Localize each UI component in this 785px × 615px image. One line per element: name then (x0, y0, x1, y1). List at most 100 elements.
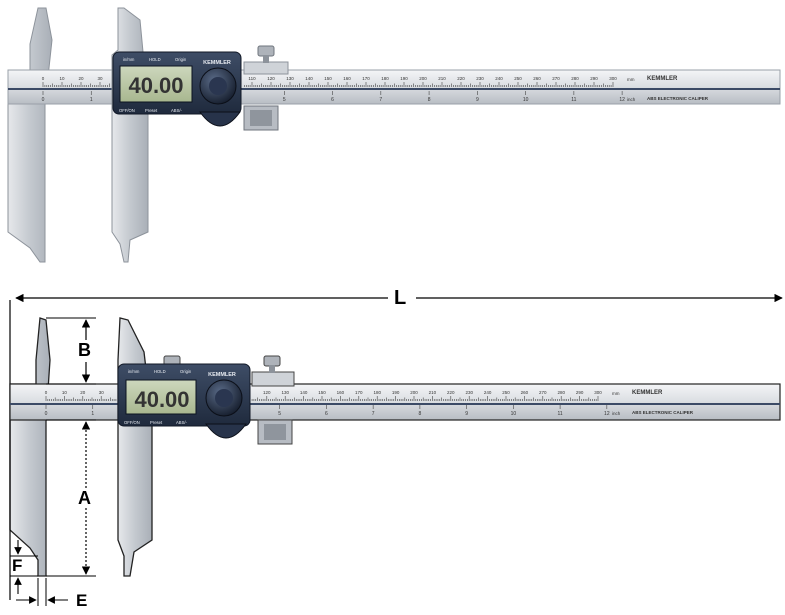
head-button-top-label: in/mm (123, 57, 135, 62)
inch-tick-label: 11 (557, 411, 562, 417)
mm-tick-label: 170 (355, 390, 363, 395)
scale-unit-inch: inch (627, 97, 636, 102)
head-button-top-label: HOLD (154, 369, 166, 374)
thumb-wheel-top (199, 111, 241, 127)
mm-tick-label: 230 (476, 76, 484, 81)
mm-tick-label: 30 (97, 76, 103, 81)
mm-tick-label: 200 (419, 76, 427, 81)
mm-tick-label: 200 (410, 390, 418, 395)
beam-brand: KEMMLER (632, 390, 663, 396)
scale-unit-mm: mm (612, 391, 620, 396)
mm-tick-label: 130 (286, 76, 294, 81)
clamp-screw-stem-bottom (269, 365, 275, 373)
clamp-block-bottom (251, 371, 295, 387)
scale-unit-inch: inch (612, 411, 621, 416)
head-button-bottom-label: Preset (145, 108, 158, 113)
mm-tick-label: 30 (99, 390, 105, 395)
mm-tick-label: 130 (281, 390, 289, 395)
head-brand: KEMMLER (203, 60, 231, 66)
inch-tick-label: 7 (379, 97, 382, 103)
mm-tick-label: 20 (80, 390, 86, 395)
mm-tick-label: 180 (381, 76, 389, 81)
inch-tick-label: 5 (278, 411, 281, 417)
mm-tick-label: 20 (78, 76, 84, 81)
lcd-top (119, 65, 193, 103)
mm-tick-label: 190 (400, 76, 408, 81)
inch-tick-label: 6 (331, 97, 334, 103)
mm-tick-label: 220 (457, 76, 465, 81)
fixed-jaw-top (7, 7, 53, 263)
caliper-diagram-bottom (9, 293, 783, 606)
inch-tick-label: 12 (604, 411, 610, 417)
head-brand: KEMMLER (208, 372, 236, 378)
mm-tick-label: 150 (324, 76, 332, 81)
mm-tick-label: 240 (495, 76, 503, 81)
mm-tick-label: 150 (318, 390, 326, 395)
inch-tick-label: 0 (42, 97, 45, 103)
mm-tick-label: 0 (45, 390, 48, 395)
moving-jaw-bottom (117, 317, 153, 577)
mm-tick-label: 280 (571, 76, 579, 81)
inch-tick-label: 5 (283, 97, 286, 103)
inch-tick-label: 9 (465, 411, 468, 417)
mm-tick-label: 280 (557, 390, 565, 395)
clamp-screw-top (257, 45, 275, 57)
head-button-bottom-label: OFF/ON (119, 108, 135, 113)
mm-tick-label: 210 (429, 390, 437, 395)
dim-label-A: A (78, 488, 91, 508)
head-button-top-label: Origin (175, 57, 187, 62)
inch-tick-label: 0 (45, 411, 48, 417)
lcd-reading: 40.00 (134, 387, 189, 412)
inch-tick-label: 10 (511, 411, 517, 417)
scale-unit-mm: mm (627, 77, 635, 82)
fixed-jaw-bottom (9, 317, 51, 577)
dim-label-E: E (76, 591, 88, 610)
beam-model-text: ABS ELECTRONIC CALIPER (647, 96, 709, 101)
mm-tick-label: 160 (343, 76, 351, 81)
lcd-reading: 40.00 (128, 73, 183, 98)
mm-tick-label: 170 (362, 76, 370, 81)
inch-tick-label: 1 (90, 97, 93, 103)
mm-tick-label: 260 (533, 76, 541, 81)
mm-tick-label: 290 (576, 390, 584, 395)
head-button-top-label: HOLD (149, 57, 161, 62)
beam-model-text: ABS ELECTRONIC CALIPER (632, 410, 694, 415)
head-button-bottom-label: Preset (150, 420, 163, 425)
caliper-photo-top (7, 7, 781, 263)
mm-tick-label: 290 (590, 76, 598, 81)
head-button-top-label: Origin (180, 369, 192, 374)
dim-label-L: L (394, 287, 407, 309)
clamp-block-top (243, 61, 289, 75)
head-button-bottom-label: ABS/- (171, 108, 183, 113)
fine-adjust-inner-top (250, 110, 272, 126)
beam-stripe-bottom (10, 403, 780, 405)
inch-tick-label: 9 (476, 97, 479, 103)
mm-tick-label: 270 (552, 76, 560, 81)
clamp-screw-bottom (263, 355, 281, 367)
inch-tick-label: 7 (372, 411, 375, 417)
inch-tick-label: 12 (619, 97, 625, 103)
mm-tick-label: 190 (392, 390, 400, 395)
inch-tick-label: 1 (91, 411, 94, 417)
knob-inner-top (209, 77, 227, 95)
inch-tick-label: 6 (325, 411, 328, 417)
inch-tick-label: 11 (571, 97, 576, 103)
clamp-screw-stem-top (263, 55, 269, 63)
mm-tick-label: 0 (42, 76, 45, 81)
head-button-top-label: in/mm (128, 369, 140, 374)
mm-tick-label: 120 (263, 390, 271, 395)
head-button-bottom-label: ABS/- (176, 420, 188, 425)
mm-tick-label: 160 (337, 390, 345, 395)
inch-tick-label: 8 (428, 97, 431, 103)
mm-tick-label: 250 (502, 390, 510, 395)
beam-stripe-top (8, 88, 780, 90)
mm-tick-label: 120 (267, 76, 275, 81)
lcd-bottom (125, 379, 197, 415)
mm-tick-label: 140 (300, 390, 308, 395)
inch-tick-label: 10 (523, 97, 529, 103)
beam-brand: KEMMLER (647, 76, 678, 82)
